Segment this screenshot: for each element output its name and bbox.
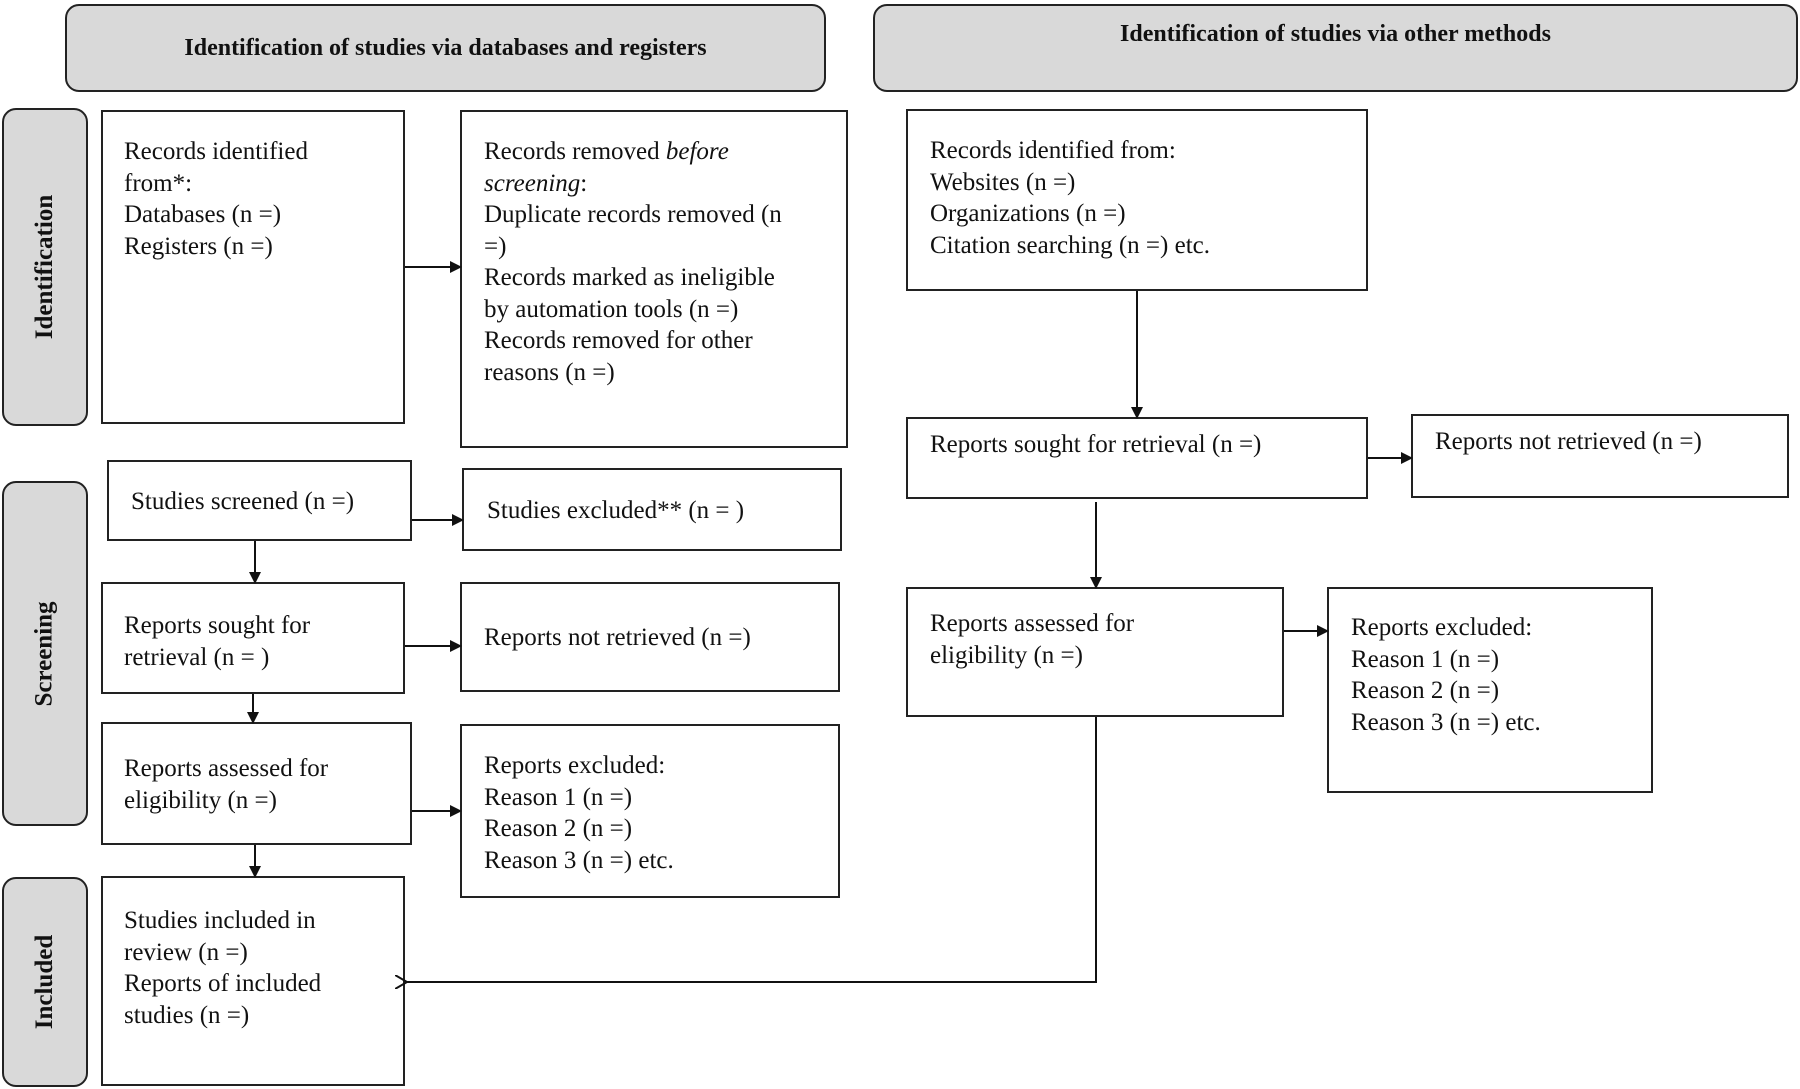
phase-included: Included [2,877,88,1087]
text-line: Records identified from: [930,137,1176,164]
box-records-removed: Records removed before screening: Duplic… [460,110,848,448]
text-line: from*: [124,169,193,197]
header-other-label: Identification of studies via other meth… [1120,21,1551,47]
box-reports-excluded-databases: Reports excluded: Reason 1 (n =) Reason … [460,724,840,898]
box-reports-assessed-databases: Reports assessed for eligibility (n =) [101,722,412,845]
box-studies-included: Studies included in review (n =) Reports… [101,876,405,1086]
phase-screening: Screening [2,481,88,826]
text-line: Records removed before [484,136,846,168]
text-line: eligibility (n =) [930,641,1083,669]
text-line: Reports excluded: [1351,614,1533,641]
arrow-other-assessed-to-included [407,717,1097,982]
text-line: Records removed for other [484,327,753,354]
box-studies-excluded: Studies excluded** (n = ) [462,468,842,551]
text-line: retrieval (n = ) [124,643,270,671]
box-reports-excluded-other: Reports excluded: Reason 1 (n =) Reason … [1327,587,1653,793]
text-line: Duplicate records removed (n [484,201,782,228]
text-line: Records identified [124,138,308,165]
text-line: eligibility (n =) [124,786,277,814]
text-line: Reason 1 (n =) [1351,645,1500,673]
text-line: screening: [484,168,846,200]
text-line: Registers (n =) [124,232,273,260]
phase-identification: Identification [2,108,88,426]
header-databases-label: Identification of studies via databases … [184,34,707,61]
text-fragment: : [580,169,588,197]
text-line: Records marked as ineligible [484,264,775,291]
text-emphasis: screening [484,169,581,197]
box-records-identified-databases: Records identified from*: Databases (n =… [101,110,405,424]
text-line: Reports assessed for [930,610,1135,637]
text-line: Reason 2 (n =) [1351,677,1500,704]
text-line: Studies screened (n =) [131,488,355,515]
text-line: Citation searching (n =) etc. [930,231,1210,259]
box-reports-not-retrieved-databases: Reports not retrieved (n =) [460,582,840,692]
text-line: studies (n =) [124,1001,250,1029]
text-line: by automation tools (n =) [484,295,739,323]
text-emphasis: before [665,138,729,165]
text-line: Databases (n =) [124,201,282,228]
box-studies-screened: Studies screened (n =) [107,460,412,541]
header-databases-registers: Identification of studies via databases … [65,4,826,92]
text-line: Studies excluded** (n = ) [487,497,745,524]
text-line: Reason 3 (n =) etc. [1351,708,1541,736]
text-line: Reason 1 (n =) [484,783,633,811]
text-line: Websites (n =) [930,168,1076,196]
text-line: Studies included in [124,907,316,934]
text-line: =) [484,232,507,260]
text-line: Reports sought for [124,612,311,639]
text-line: reasons (n =) [484,358,615,386]
text-line: Reason 2 (n =) [484,815,633,842]
box-records-identified-other: Records identified from: Websites (n =) … [906,109,1368,291]
box-reports-sought-databases: Reports sought for retrieval (n = ) [101,582,405,694]
text-line: review (n =) [124,938,248,966]
text-line: Organizations (n =) [930,200,1126,227]
text-line: Reason 3 (n =) etc. [484,846,674,874]
text-fragment: Records removed [484,138,666,165]
box-reports-assessed-other: Reports assessed for eligibility (n =) [906,587,1284,717]
text-line: Reports not retrieved (n =) [484,624,751,651]
text-line: Reports assessed for [124,755,329,782]
text-line: Reports sought for retrieval (n =) [930,431,1262,458]
text-line: Reports of included [124,970,322,997]
header-other-methods: Identification of studies via other meth… [873,4,1798,92]
text-line: Reports excluded: [484,752,666,779]
text-line: Reports not retrieved (n =) [1435,428,1702,455]
